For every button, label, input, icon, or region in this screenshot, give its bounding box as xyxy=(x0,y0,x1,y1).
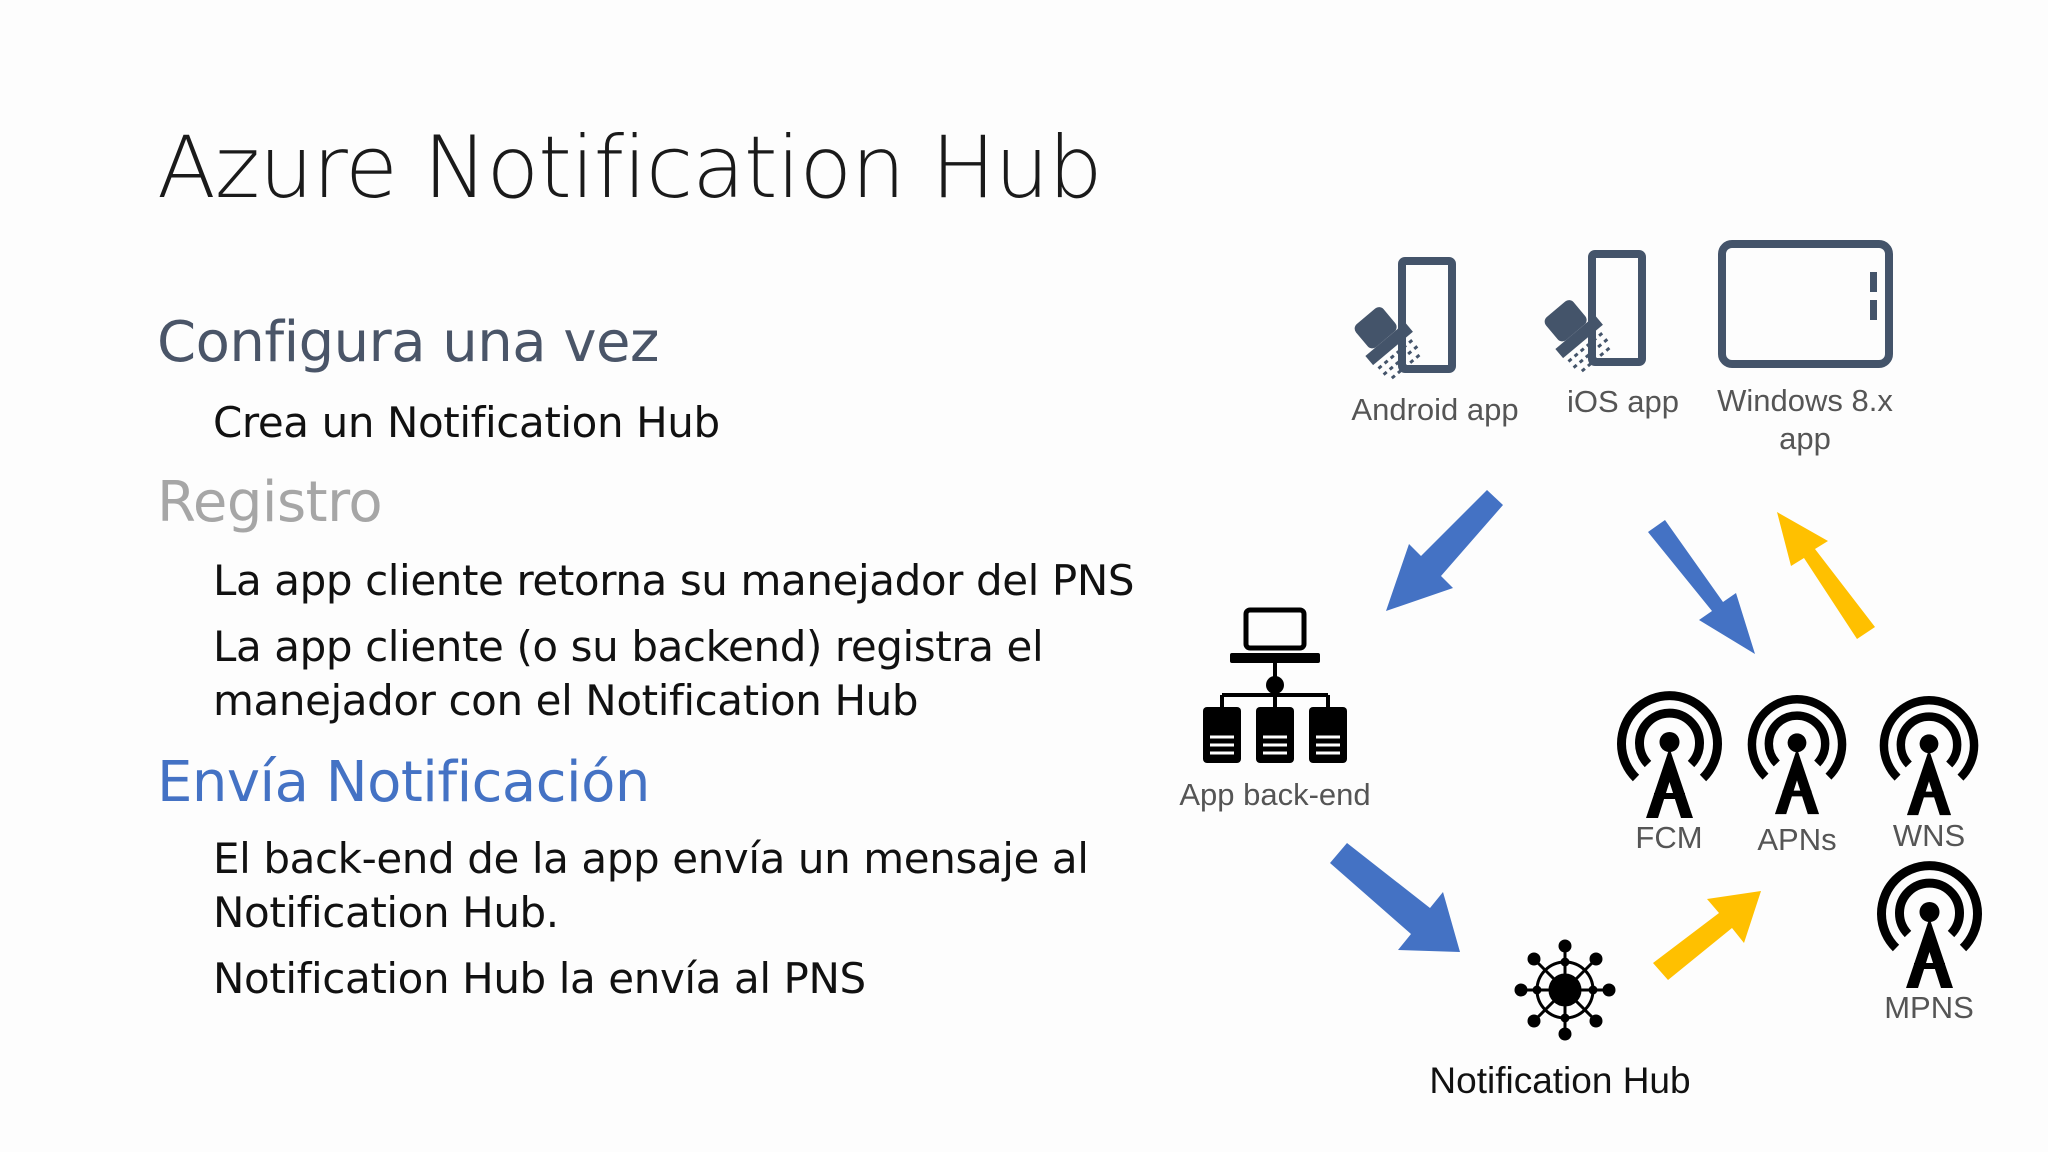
backend-label: App back-end xyxy=(1179,777,1371,812)
arrow-device-to-backend xyxy=(1386,490,1503,611)
fcm-label: FCM xyxy=(1635,820,1703,855)
android-app-label: Android app xyxy=(1351,392,1519,427)
hub-label: Notification Hub xyxy=(1429,1060,1691,1101)
slide-title: Azure Notification Hub xyxy=(157,118,1103,218)
phone-touch-icon xyxy=(1354,257,1456,380)
windows-app-label-2: app xyxy=(1779,421,1831,456)
heading-envia: Envía Notificación xyxy=(157,750,650,815)
heading-registro: Registro xyxy=(157,470,383,535)
mpns-label: MPNS xyxy=(1884,990,1974,1025)
heading-configura: Configura una vez xyxy=(157,310,659,375)
arrow-device-to-services xyxy=(1648,520,1755,654)
bullet-crea-hub: Crea un Notification Hub xyxy=(213,398,720,447)
antenna-icon xyxy=(1877,861,1982,988)
bullet-envia-2: Notification Hub. xyxy=(213,888,559,937)
bullet-registro-3: manejador con el Notification Hub xyxy=(213,676,919,725)
ios-app-label: iOS app xyxy=(1566,384,1679,419)
antenna-icon xyxy=(1617,691,1722,818)
arrow-hub-to-services xyxy=(1653,891,1761,980)
apns-label: APNs xyxy=(1757,822,1837,857)
bullet-registro-1: La app cliente retorna su manejador del … xyxy=(213,556,1135,605)
antenna-icon xyxy=(1879,696,1979,816)
server-network-icon xyxy=(1203,607,1347,763)
bullet-envia-3: Notification Hub la envía al PNS xyxy=(213,954,866,1003)
antenna-icon xyxy=(1747,695,1847,815)
phone-touch-icon xyxy=(1544,250,1646,373)
wns-label: WNS xyxy=(1892,818,1966,853)
windows-app-label-1: Windows 8.x xyxy=(1717,383,1893,418)
arrow-backend-to-hub xyxy=(1330,843,1460,952)
bullet-envia-1: El back-end de la app envía un mensaje a… xyxy=(213,834,1089,883)
arrow-services-to-device xyxy=(1777,512,1875,639)
hub-network-icon xyxy=(1514,939,1616,1041)
bullet-registro-2: La app cliente (o su backend) registra e… xyxy=(213,622,1044,671)
tablet-icon xyxy=(1718,240,1893,368)
